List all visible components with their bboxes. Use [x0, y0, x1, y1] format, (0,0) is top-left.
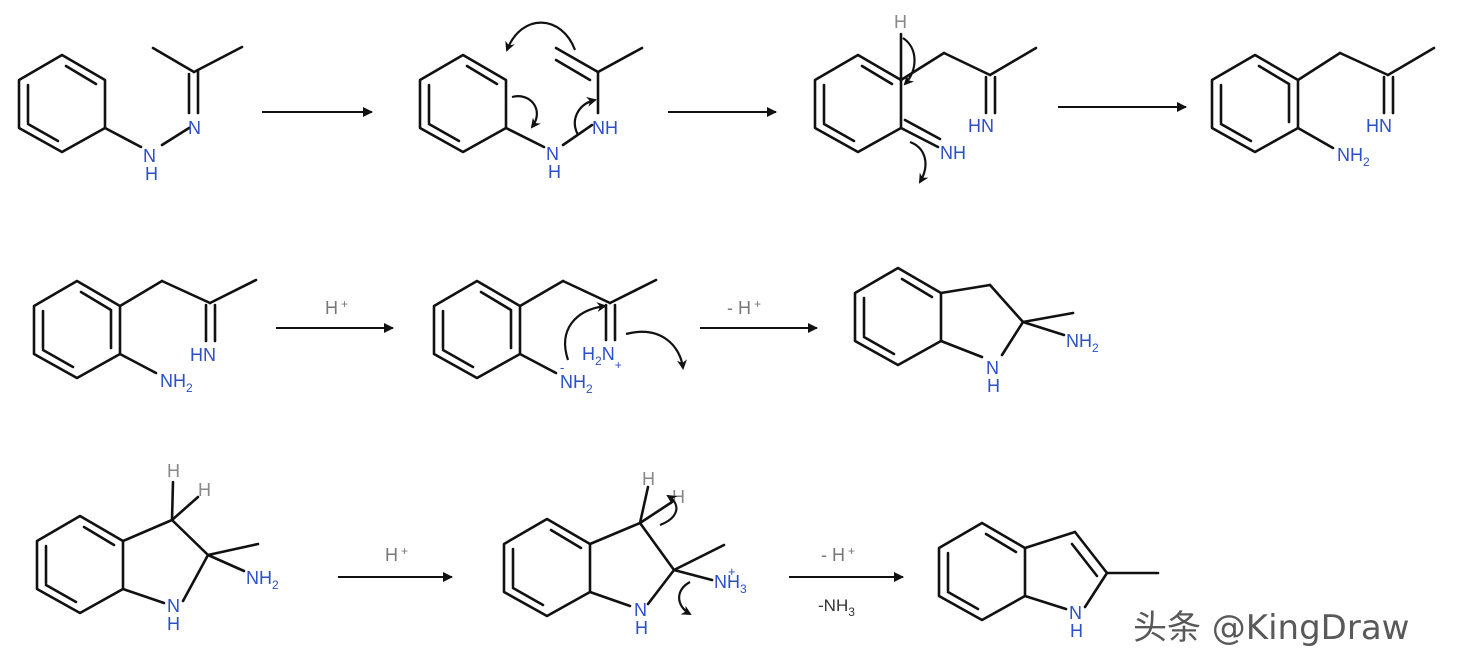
- atom-h-ring: H: [167, 614, 180, 634]
- condition-deprotonation-1: - H+: [727, 297, 761, 318]
- molecule-ammonium-indoline: H H N H NH3 +: [502, 469, 747, 638]
- atom-n-imine: N: [188, 118, 201, 138]
- molecule-aniline-imine-2: HN NH2: [32, 278, 258, 395]
- atom-hn-imine: HN: [1366, 116, 1392, 136]
- molecule-diimine-intermediate: H HN NH: [813, 12, 1038, 184]
- atom-nh2: NH2: [246, 568, 279, 592]
- atom-n-ring: N: [986, 358, 999, 378]
- atom-h-ring: H: [1070, 621, 1083, 641]
- atom-h-b: H: [672, 487, 685, 507]
- molecule-aminoindoline: N H NH2: [853, 266, 1099, 396]
- atom-h-migrating: H: [894, 12, 907, 32]
- atom-h-a: H: [642, 469, 655, 489]
- molecule-phenylhydrazone: N H N: [17, 45, 244, 184]
- atom-h-b: H: [198, 480, 211, 500]
- atom-n-amine: N: [143, 146, 156, 166]
- charge-minus-lone-pair: -: [560, 360, 564, 375]
- molecule-2-methylindole: N H: [937, 521, 1160, 641]
- charge-plus: +: [728, 564, 736, 579]
- condition-deprotonation-2: - H+: [821, 544, 855, 565]
- condition-minus-nh3: -NH3: [818, 596, 855, 619]
- atom-nh-ring: NH: [940, 143, 966, 163]
- watermark-text: 头条 @KingDraw: [1133, 608, 1410, 648]
- atom-h-aryl: H: [548, 162, 561, 182]
- atom-n-ring: N: [634, 600, 647, 620]
- atom-nh2: NH2: [1337, 145, 1370, 169]
- atom-hn-imine: HN: [190, 345, 216, 365]
- condition-protonation-1: H+: [325, 297, 348, 318]
- atom-nh-vinyl: NH: [592, 118, 618, 138]
- molecule-enehydrazine: N H NH: [418, 21, 644, 182]
- condition-protonation-2: H+: [385, 544, 408, 565]
- atom-n-aryl: N: [546, 144, 559, 164]
- atom-h-ring: H: [987, 376, 1000, 396]
- atom-hn-side: HN: [968, 116, 994, 136]
- atom-n-ring: N: [1069, 603, 1082, 623]
- atom-h2n-plus: H2N+: [582, 344, 622, 372]
- atom-n-ring: N: [167, 596, 180, 616]
- molecule-aminoindoline-2: H H N H NH2: [35, 461, 279, 634]
- atom-nh2-aniline: NH2: [560, 372, 593, 396]
- atom-nh2: NH2: [1066, 331, 1099, 355]
- molecule-aniline-imine: HN NH2: [1210, 46, 1436, 169]
- atom-nh3-plus: NH3: [714, 572, 747, 596]
- atom-nh2: NH2: [160, 371, 193, 395]
- atom-h-ring: H: [635, 618, 648, 638]
- atom-h-a: H: [167, 461, 180, 481]
- molecule-iminium: H2N+ NH2 -: [432, 278, 687, 396]
- atom-h-amine: H: [145, 164, 158, 184]
